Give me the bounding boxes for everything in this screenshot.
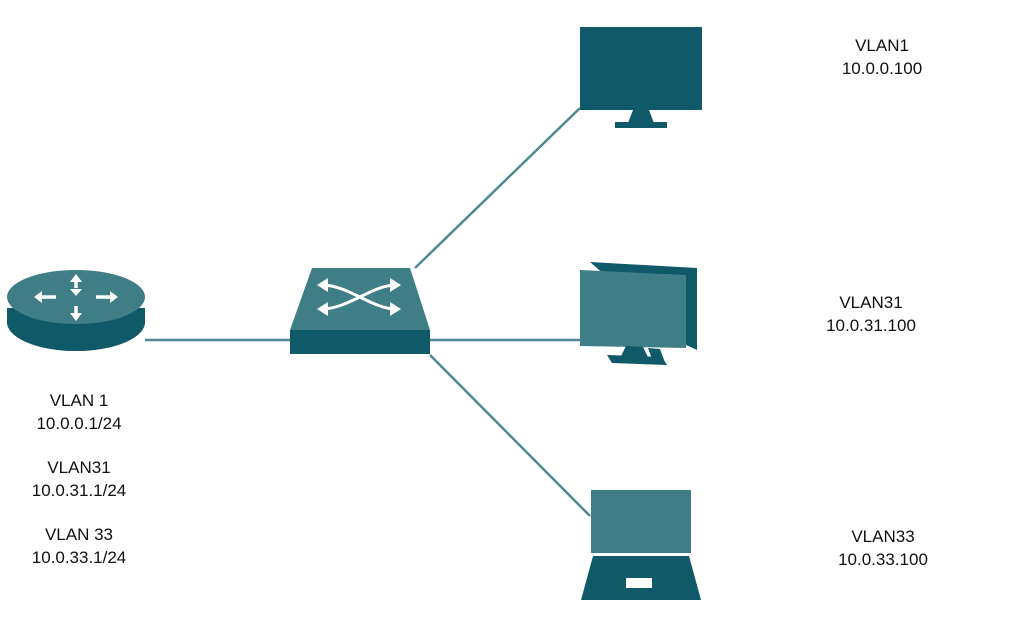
router-interface-2: VLAN31 10.0.31.1/24	[18, 456, 140, 502]
link-switch-pc1	[414, 107, 581, 269]
link-switch-laptop	[429, 354, 591, 517]
pc1-label: VLAN1 10.0.0.100	[822, 34, 942, 80]
switch-icon[interactable]	[290, 268, 430, 354]
pc2-label: VLAN31 10.0.31.100	[806, 291, 936, 337]
router-interface-1: VLAN 1 10.0.0.1/24	[18, 389, 140, 435]
router-interface-vlan: VLAN 33	[44, 525, 114, 544]
monitor-icon[interactable]	[580, 262, 697, 365]
router-interface-ip: 10.0.31.1/24	[31, 481, 127, 500]
pc2-vlan: VLAN31	[839, 293, 903, 312]
laptop-ip: 10.0.33.100	[838, 550, 928, 569]
router-interface-ip: 10.0.33.1/24	[31, 548, 127, 567]
router-interface-vlan: VLAN31	[47, 458, 111, 477]
monitor-icon[interactable]	[580, 27, 702, 128]
laptop-icon[interactable]	[581, 490, 701, 600]
pc1-vlan: VLAN1	[855, 36, 909, 55]
pc2-ip: 10.0.31.100	[826, 316, 916, 335]
router-interface-ip: 10.0.0.1/24	[36, 414, 122, 433]
laptop-label: VLAN33 10.0.33.100	[818, 525, 948, 571]
pc1-ip: 10.0.0.100	[841, 59, 923, 78]
laptop-vlan: VLAN33	[851, 527, 915, 546]
router-interface-vlan: VLAN 1	[49, 391, 109, 410]
router-interface-3: VLAN 33 10.0.33.1/24	[18, 523, 140, 569]
router-icon[interactable]	[7, 270, 145, 351]
